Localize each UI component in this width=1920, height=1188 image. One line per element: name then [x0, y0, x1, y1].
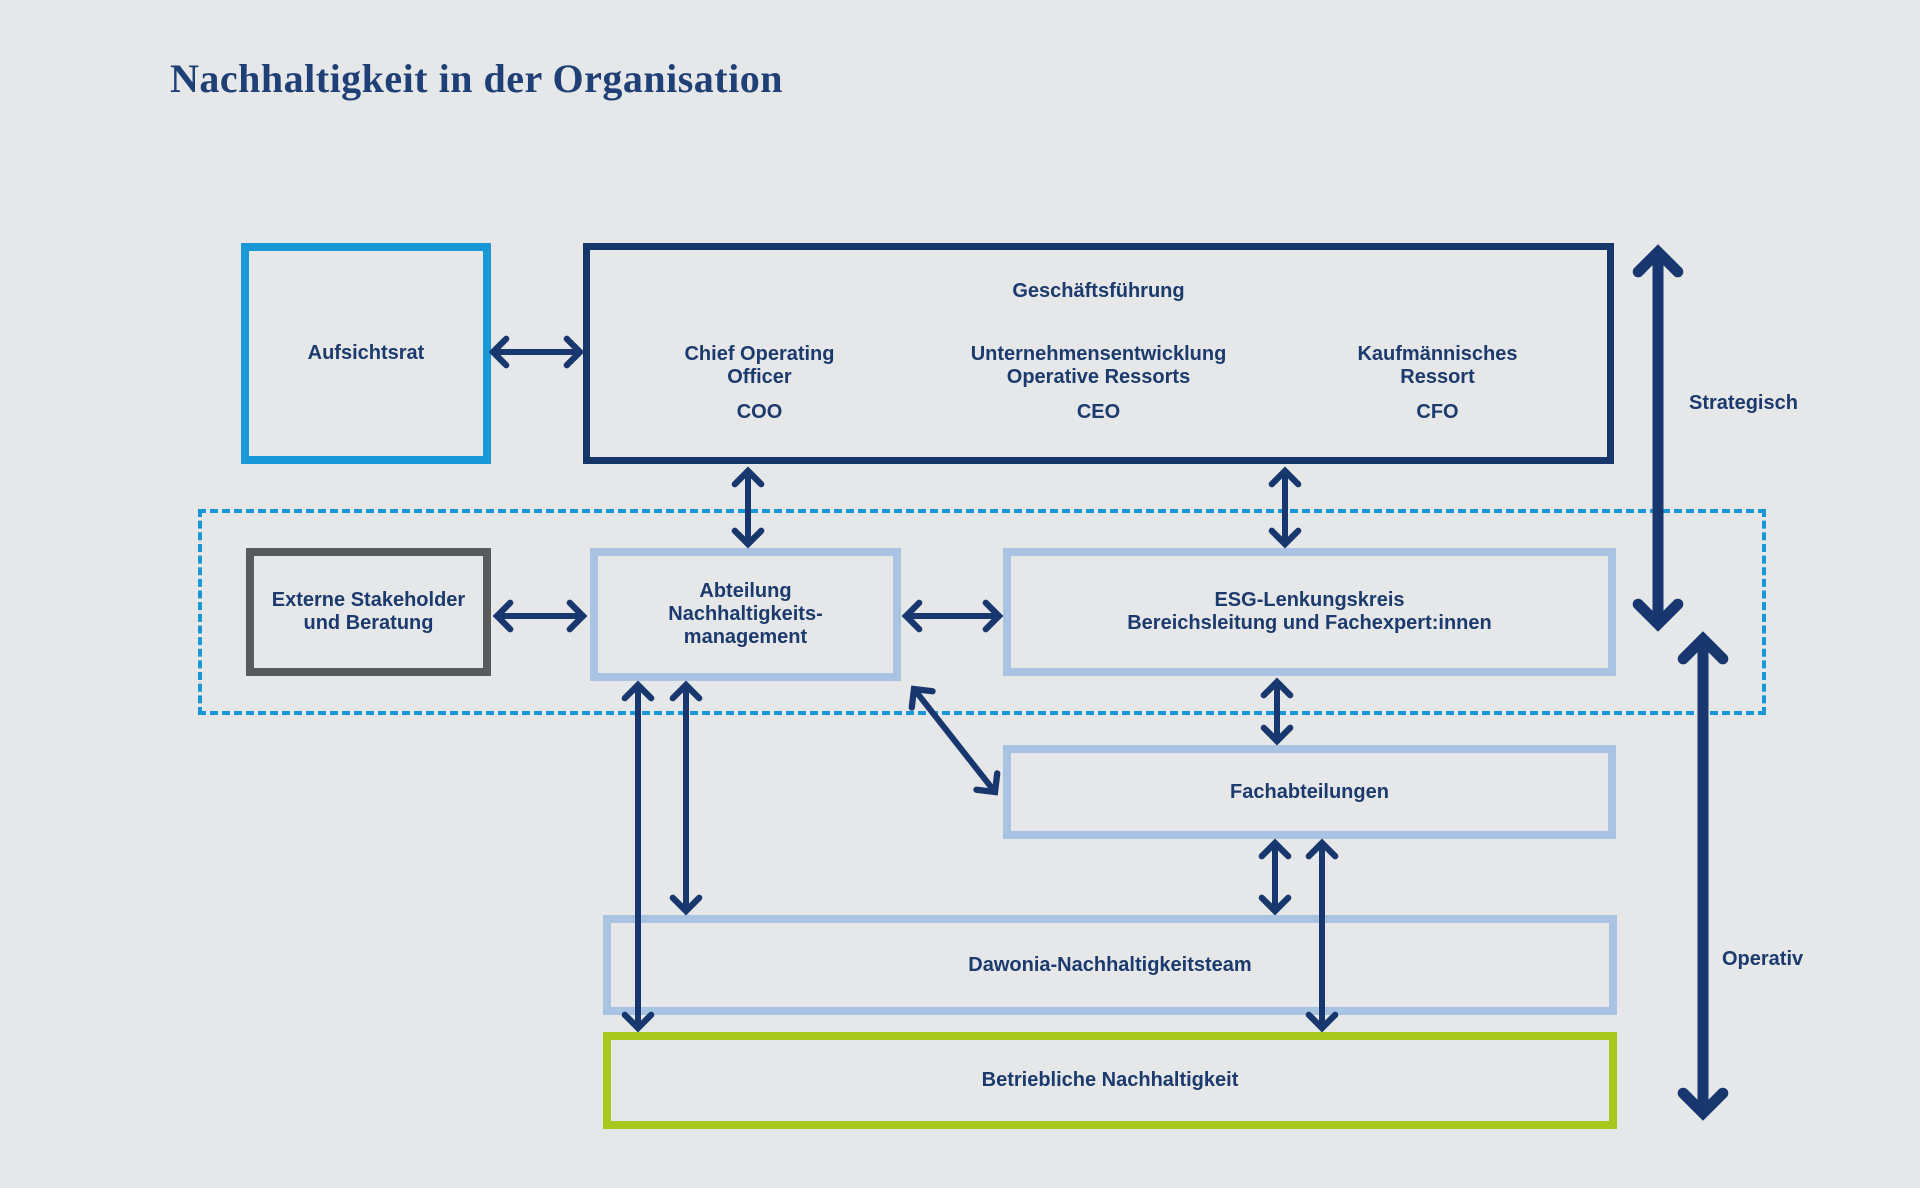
box-abteilung-label: Abteilung Nachhaltigkeits- management — [668, 580, 823, 648]
box-geschaeftsfuehrung: Geschäftsführung Chief Operating Officer… — [583, 243, 1614, 464]
role-coo-title: Chief Operating Officer — [684, 343, 835, 388]
box-betriebliche-label: Betriebliche Nachhaltigkeit — [981, 1069, 1239, 1091]
role-cfo: Kaufmännisches Ressort CFO — [1268, 343, 1607, 424]
role-ceo-abbr: CEO — [1076, 401, 1121, 423]
operativ-label: Operativ — [1722, 948, 1804, 970]
box-aufsichtsrat-label: Aufsichtsrat — [307, 342, 425, 364]
role-coo-abbr: COO — [736, 401, 783, 423]
box-externe-stakeholder: Externe Stakeholder und Beratung — [246, 548, 491, 676]
box-fachabteilungen: Fachabteilungen — [1003, 745, 1616, 839]
box-betriebliche-nachhaltigkeit: Betriebliche Nachhaltigkeit — [603, 1032, 1617, 1129]
box-fachabteilungen-label: Fachabteilungen — [1230, 780, 1389, 803]
role-ceo-title: Unternehmensentwicklung Operative Ressor… — [970, 343, 1227, 388]
role-cfo-title: Kaufmännisches Ressort — [1357, 343, 1518, 388]
box-dawonia-nachhaltigkeitsteam: Dawonia-Nachhaltigkeitsteam — [603, 915, 1617, 1015]
strategisch-label: Strategisch — [1689, 392, 1798, 414]
box-esg-label: ESG-Lenkungskreis Bereichsleitung und Fa… — [1127, 589, 1492, 634]
role-ceo: Unternehmensentwicklung Operative Ressor… — [929, 343, 1268, 424]
box-abteilung-nachhaltigkeitsmanagement: Abteilung Nachhaltigkeits- management — [590, 548, 901, 681]
box-externe-stakeholder-label: Externe Stakeholder und Beratung — [271, 589, 466, 634]
role-coo: Chief Operating Officer COO — [590, 343, 929, 424]
diagram-title: Nachhaltigkeit in der Organisation — [170, 56, 783, 101]
box-aufsichtsrat: Aufsichtsrat — [241, 243, 491, 464]
box-geschaeftsfuehrung-title: Geschäftsführung — [1012, 280, 1185, 302]
role-cfo-abbr: CFO — [1416, 401, 1459, 423]
box-dawonia-label: Dawonia-Nachhaltigkeitsteam — [968, 953, 1252, 976]
geschaeftsfuehrung-roles: Chief Operating Officer COO Unternehmens… — [590, 343, 1607, 424]
box-esg-lenkungskreis: ESG-Lenkungskreis Bereichsleitung und Fa… — [1003, 548, 1616, 676]
